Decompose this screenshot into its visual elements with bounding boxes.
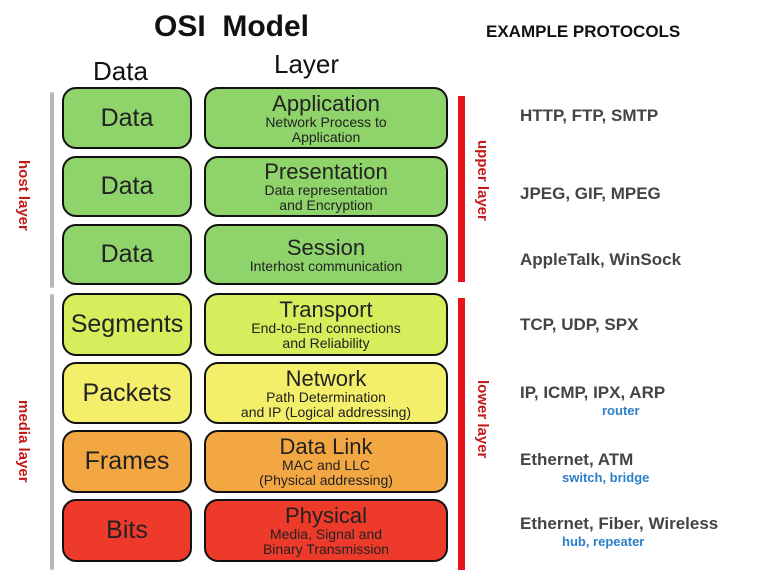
protocol-list: AppleTalk, WinSock [520,250,682,269]
protocols-network: IP, ICMP, IPX, ARP router [520,383,765,418]
layer-desc: MAC and LLC [282,457,370,474]
layer-desc: Path Determination [266,388,386,405]
lower-layer-bracket [458,298,465,570]
unit-label: Data [100,172,154,200]
protocol-list: Ethernet, ATM [520,450,634,469]
protocol-list: IP, ICMP, IPX, ARP [520,383,666,402]
unit-box-network: Packets [62,362,192,424]
examples-heading: EXAMPLE PROTOCOLS [486,22,681,41]
protocols-application: HTTP, FTP, SMTP [520,106,765,126]
unit-label: Packets [82,378,172,407]
unit-box-physical: Bits [62,499,192,562]
device-label: switch, bridge [562,470,650,485]
layer-desc: (Physical addressing) [259,472,393,489]
layer-name: Session [286,234,366,260]
layer-column-heading: Layer [274,49,340,79]
layer-desc: Media, Signal and [269,526,383,543]
layer-name: Network [285,365,367,391]
upper-layer-bracket [458,96,465,282]
layer-desc: Interhost communication [249,257,403,274]
layer-name: Presentation [264,159,388,185]
protocols-session: AppleTalk, WinSock [520,250,765,270]
layer-desc: End-to-End connections [251,320,401,337]
protocol-list: TCP, UDP, SPX [520,315,639,334]
protocols-datalink: Ethernet, ATM switch, bridge [520,450,765,485]
layer-desc: and Reliability [282,335,370,352]
layer-name: Application [272,90,380,116]
host-layer-bracket [50,92,54,288]
layer-desc: Binary Transmission [262,541,390,558]
layer-desc: Application [291,128,361,145]
layer-name: Data Link [279,434,373,460]
layer-desc: and IP (Logical addressing) [240,403,412,420]
protocol-list: JPEG, GIF, MPEG [520,184,661,203]
unit-box-transport: Segments [62,293,192,356]
layer-desc: Data representation [264,182,388,199]
unit-label: Data [100,240,154,268]
layer-box-physical: Physical Media, Signal and Binary Transm… [204,499,448,562]
layer-box-transport: Transport End-to-End connections and Rel… [204,293,448,356]
device-label: router [602,403,640,418]
layer-box-datalink: Data Link MAC and LLC (Physical addressi… [204,430,448,493]
layer-box-network: Network Path Determination and IP (Logic… [204,362,448,424]
protocols-presentation: JPEG, GIF, MPEG [520,184,765,204]
unit-label: Segments [70,310,184,338]
protocol-list: HTTP, FTP, SMTP [520,106,659,125]
unit-box-presentation: Data [62,156,192,217]
media-layer-bracket [50,294,54,570]
device-label: hub, repeater [562,534,645,549]
layer-name: Physical [285,503,367,529]
layer-box-presentation: Presentation Data representation and Enc… [204,156,448,217]
unit-box-datalink: Frames [62,430,192,493]
protocols-transport: TCP, UDP, SPX [520,315,765,335]
upper-layer-label: upper layer [474,140,491,221]
layer-box-session: Session Interhost communication [204,224,448,285]
unit-label: Data [100,103,154,132]
diagram-title: OSI Model [154,10,310,43]
protocol-list: Ethernet, Fiber, Wireless [520,514,719,533]
unit-label: Bits [106,516,148,544]
unit-label: Frames [84,447,170,475]
protocols-physical: Ethernet, Fiber, Wireless hub, repeater [520,514,765,549]
data-column-heading: Data [93,56,148,86]
unit-box-session: Data [62,224,192,285]
unit-box-application: Data [62,87,192,149]
media-layer-label: media layer [15,400,32,483]
host-layer-label: host layer [15,160,32,231]
layer-desc: Network Process to [265,113,387,130]
layer-desc: and Encryption [279,197,373,214]
lower-layer-label: lower layer [474,380,491,459]
layer-name: Transport [279,297,373,323]
layer-box-application: Application Network Process to Applicati… [204,87,448,149]
